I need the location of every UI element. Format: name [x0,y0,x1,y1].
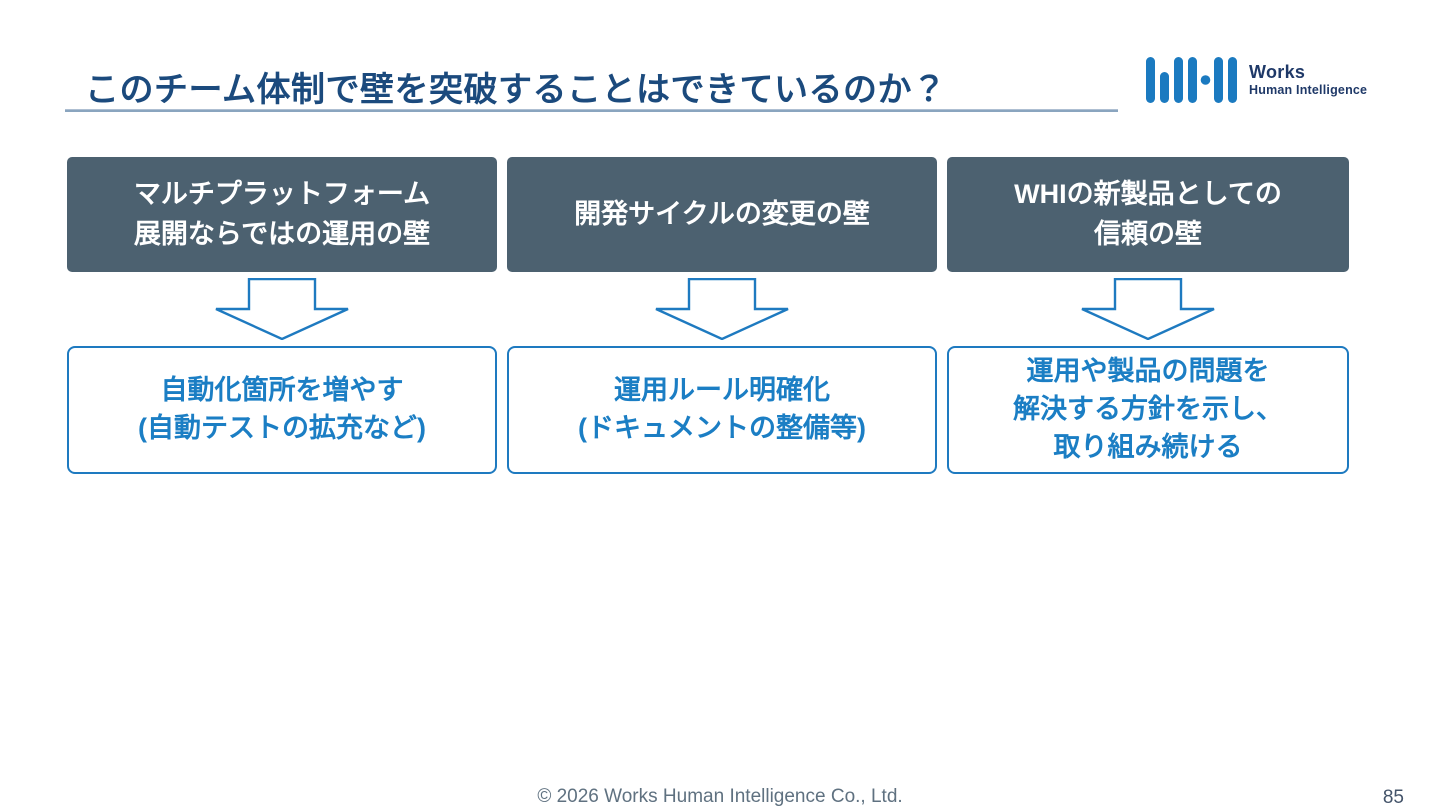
solution-text-line: 運用や製品の問題を [1026,356,1270,387]
down-arrow-icon [1081,278,1215,340]
wall-box-dev-cycle: 開発サイクルの変更の壁 [507,157,937,272]
wall-text-line: 開発サイクルの変更の壁 [574,198,870,229]
logo-works-label: Works [1249,62,1306,83]
down-arrow-icon [655,278,789,340]
page-number: 85 [1382,787,1404,808]
down-arrow-icon [215,278,349,340]
solution-box-rules: 運用ルール明確化 (ドキュメントの整備等) [507,346,937,474]
column-multiplatform: マルチプラットフォーム 展開ならではの運用の壁 自動化箇所を増やす (自動テスト… [67,157,497,474]
wall-text-line: マルチプラットフォーム [133,179,431,210]
solution-box-automation: 自動化箇所を増やす (自動テストの拡充など) [67,346,497,474]
solution-text-line: 解決する方針を示し、 [1013,394,1283,425]
copyright-text: © 2026 Works Human Intelligence Co., Ltd… [537,786,903,807]
solution-text-line: 取り組み続ける [1053,431,1243,462]
solution-text-line: (自動テストの拡充など) [138,413,426,443]
whi-logo: Works Human Intelligence [1146,57,1367,103]
whi-logo-icon [1146,57,1237,103]
title-underline [65,109,1118,112]
wall-box-multiplatform: マルチプラットフォーム 展開ならではの運用の壁 [67,157,497,272]
solution-text-line: (ドキュメントの整備等) [578,413,866,443]
wall-box-trust: WHIの新製品としての 信頼の壁 [947,157,1349,272]
wall-text-line: 展開ならではの運用の壁 [133,218,431,249]
wall-text-line: WHIの新製品としての [1014,179,1282,210]
column-dev-cycle: 開発サイクルの変更の壁 運用ルール明確化 (ドキュメントの整備等) [507,157,937,474]
whi-logo-text: Works Human Intelligence [1249,63,1367,97]
wall-text-line: 信頼の壁 [1094,218,1202,249]
solution-box-commitment: 運用や製品の問題を 解決する方針を示し、 取り組み続ける [947,346,1349,474]
slide-title: このチーム体制で壁を突破することはできているのか？ [85,71,947,109]
column-trust: WHIの新製品としての 信頼の壁 運用や製品の問題を 解決する方針を示し、 取り… [947,157,1349,474]
solution-text-line: 運用ルール明確化 [614,375,830,406]
solution-text-line: 自動化箇所を増やす [160,375,404,406]
logo-human-intelligence-label: Human Intelligence [1249,83,1368,98]
